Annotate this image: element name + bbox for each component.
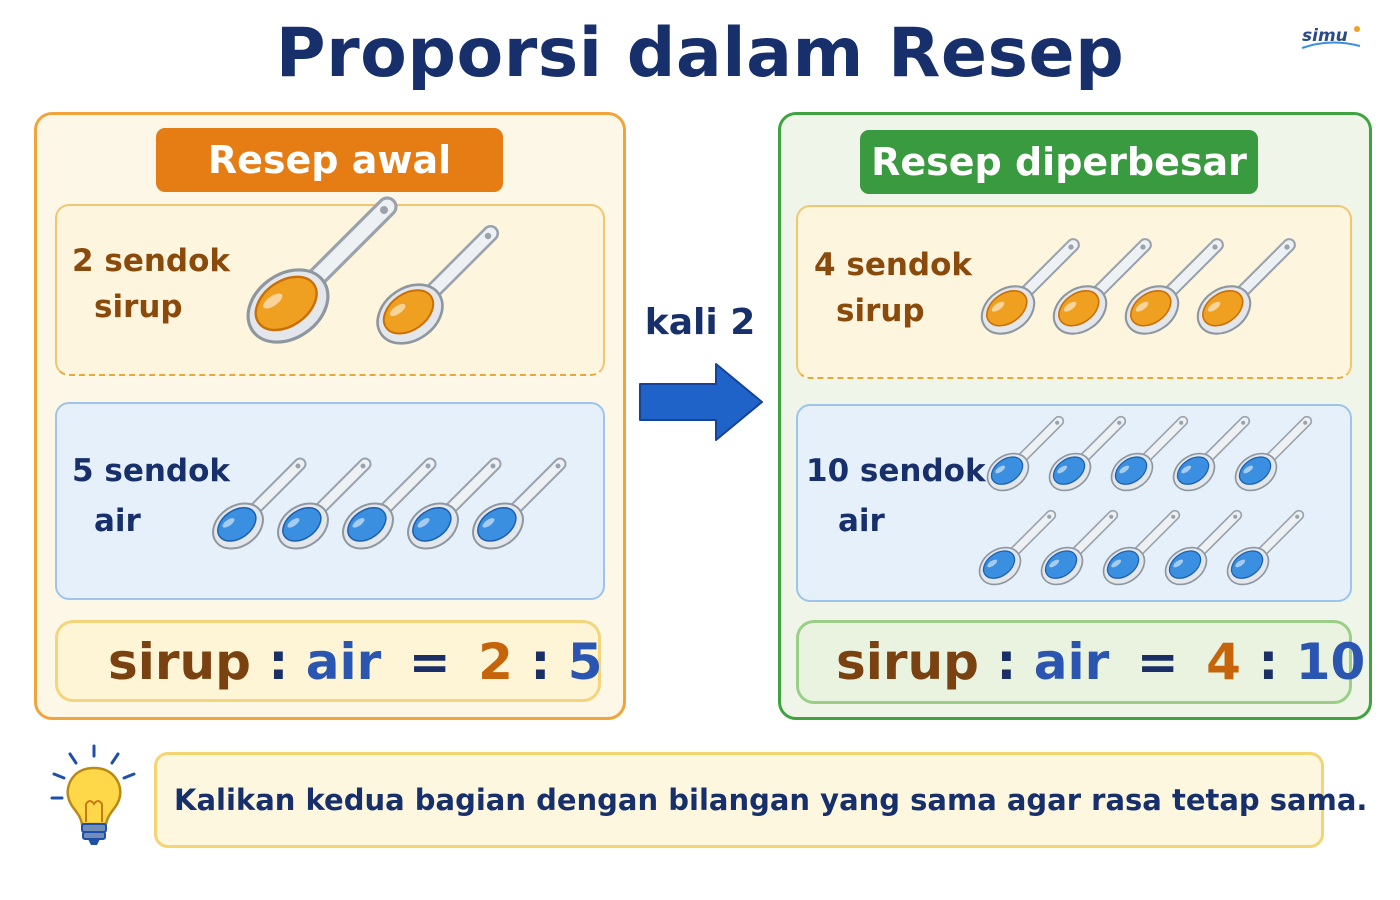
scaled-syrup-amount: 4 sendok: [814, 247, 973, 283]
scaled-water-word: air: [838, 503, 885, 539]
brand-logo-swoosh: [1301, 41, 1361, 49]
hint-box: [154, 752, 1324, 848]
original-syrup-word: sirup: [94, 289, 183, 325]
original-ratio-box: [55, 620, 601, 702]
ratio-colon: :: [268, 633, 289, 691]
ratio-water-word: air: [305, 633, 382, 691]
page-title: Proporsi dalam Resep: [275, 14, 1125, 93]
original-water-amount: 5 sendok: [72, 453, 231, 489]
ratio-water-word: air: [1033, 633, 1110, 691]
scaled-ratio: sirup : air = 4 : 10: [836, 632, 1365, 692]
original-water-word: air: [94, 503, 141, 539]
lightbulb-icon: [50, 744, 136, 845]
ratio-equals: =: [408, 633, 451, 691]
original-syrup-amount: 2 sendok: [72, 243, 231, 279]
original-water-label: 5 sendok air: [72, 448, 230, 544]
original-syrup-label: 2 sendok sirup: [72, 238, 230, 330]
ratio-water-value: 10: [1295, 633, 1366, 691]
ratio-syrup-word: sirup: [836, 633, 979, 691]
ratio-colon-2: :: [530, 633, 551, 691]
brand-logo: simu: [1302, 26, 1348, 46]
scaled-syrup-label: 4 sendok sirup: [814, 242, 972, 334]
scaled-recipe-heading: Resep diperbesar: [860, 130, 1258, 194]
right-arrow-icon: [639, 363, 763, 441]
scaled-water-amount: 10 sendok: [806, 453, 986, 489]
brand-logo-dot: [1354, 26, 1360, 32]
scaled-syrup-word: sirup: [836, 293, 925, 329]
ratio-colon-2: :: [1258, 633, 1279, 691]
multiplier-label: kali 2: [644, 302, 756, 343]
scaled-ratio-box: [796, 620, 1352, 704]
original-recipe-heading: Resep awal: [156, 128, 503, 192]
scaled-water-label: 10 sendok air: [806, 448, 986, 544]
hint-text: Kalikan kedua bagian dengan bilangan yan…: [174, 783, 1368, 817]
ratio-syrup-word: sirup: [108, 633, 251, 691]
ratio-syrup-value: 4: [1206, 633, 1241, 691]
ratio-colon: :: [996, 633, 1017, 691]
ratio-equals: =: [1136, 633, 1179, 691]
original-ratio: sirup : air = 2 : 5: [108, 632, 603, 692]
ratio-water-value: 5: [567, 633, 603, 691]
ratio-syrup-value: 2: [478, 633, 513, 691]
